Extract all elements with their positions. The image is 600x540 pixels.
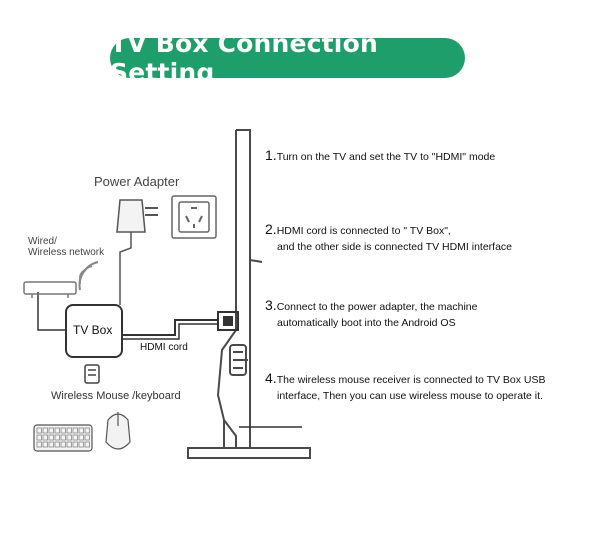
- tv-box-label: TV Box: [73, 323, 113, 337]
- keyboard-key: [42, 441, 48, 448]
- tv-stand-base: [187, 447, 311, 459]
- step-3-line1: Connect to the power adapter, the machin…: [276, 301, 478, 313]
- step-2-number: 2.: [265, 221, 277, 237]
- keyboard-key: [60, 434, 66, 441]
- step-2: 2.HDMI cord is connected to " TV Box", a…: [265, 221, 512, 255]
- usb-receiver-icon: [84, 364, 100, 384]
- step-1: 1.Turn on the TV and set the TV to "HDMI…: [265, 147, 495, 165]
- keyboard-key: [54, 434, 60, 441]
- step-4-line1: The wireless mouse receiver is connected…: [276, 374, 546, 386]
- keyboard-key: [84, 441, 90, 448]
- page-title: TV Box Connection Setting: [110, 29, 378, 87]
- keyboard-key: [36, 441, 42, 448]
- power-adapter-label: Power Adapter: [94, 174, 180, 189]
- keyboard-key: [60, 427, 66, 434]
- keyboard-key: [78, 427, 84, 434]
- tv-button-panel: [229, 344, 247, 376]
- wifi-signal-icon: [78, 261, 99, 291]
- network-label-line1: Wired/: [28, 236, 57, 247]
- keyboard-key: [48, 434, 54, 441]
- step-4-number: 4.: [265, 370, 277, 386]
- step-3: 3.Connect to the power adapter, the mach…: [265, 297, 478, 331]
- keyboard-key: [36, 434, 42, 441]
- keyboard-key: [84, 434, 90, 441]
- step-connectors: [239, 426, 302, 428]
- tv-box-device: [65, 304, 123, 358]
- power-adapter-icon: [116, 199, 158, 305]
- keyboard-key: [36, 427, 42, 434]
- keyboard-key: [66, 434, 72, 441]
- keyboard-key: [72, 427, 78, 434]
- hdmi-cord-label: HDMI cord: [140, 342, 188, 353]
- network-label: Wired/ Wireless network: [28, 236, 104, 258]
- tv-side-profile: [187, 129, 311, 459]
- keyboard-key: [72, 441, 78, 448]
- step-1-line1: Turn on the TV and set the TV to "HDMI" …: [276, 151, 496, 163]
- keyboard-keys: [36, 427, 90, 448]
- mouse-icon: [105, 412, 131, 450]
- power-outlet: [171, 195, 217, 239]
- network-label-line2: Wireless network: [28, 247, 105, 258]
- step-2-line1: HDMI cord is connected to " TV Box",: [276, 225, 451, 237]
- keyboard-key: [66, 441, 72, 448]
- keyboard-key: [78, 434, 84, 441]
- hdmi-port-inner: [223, 316, 233, 326]
- step-4: 4.The wireless mouse receiver is connect…: [265, 370, 546, 404]
- step-4-line2: interface, Then you can use wireless mou…: [277, 390, 543, 402]
- keyboard-key: [42, 427, 48, 434]
- step-1-number: 1.: [265, 147, 277, 163]
- title-banner: TV Box Connection Setting: [110, 29, 465, 87]
- tv-panel-front-edge: [236, 129, 251, 448]
- keyboard-key: [66, 427, 72, 434]
- keyboard-key: [54, 441, 60, 448]
- router-icon: [23, 281, 77, 298]
- keyboard-key: [48, 441, 54, 448]
- keyboard-key: [54, 427, 60, 434]
- keyboard-key: [72, 434, 78, 441]
- keyboard-key: [78, 441, 84, 448]
- keyboard-key: [84, 427, 90, 434]
- step-3-line2: automatically boot into the Android OS: [277, 317, 456, 329]
- network-cable: [37, 292, 66, 331]
- wireless-mouse-label: Wireless Mouse /keyboard: [51, 390, 181, 402]
- hdmi-cord: [122, 319, 218, 336]
- keyboard-key: [42, 434, 48, 441]
- step-3-number: 3.: [265, 297, 277, 313]
- keyboard-key: [60, 441, 66, 448]
- keyboard-key: [48, 427, 54, 434]
- step-2-line2: and the other side is connected TV HDMI …: [277, 241, 513, 253]
